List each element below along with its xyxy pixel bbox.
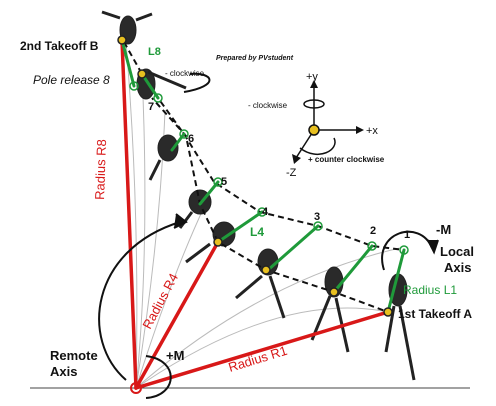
clockwise-top-label: - clockwise xyxy=(165,69,205,78)
l8-line-b xyxy=(140,72,160,100)
remote-axis-label-1: Remote xyxy=(50,348,98,363)
local-lines xyxy=(120,38,406,314)
l1-line xyxy=(386,248,406,314)
pos-7-label: 7 xyxy=(148,101,154,113)
l8-label: L8 xyxy=(148,46,161,58)
plus-m-label: +M xyxy=(166,348,184,363)
axes-legend xyxy=(292,80,364,164)
pos-6-label: 6 xyxy=(188,133,194,145)
radius-lines xyxy=(120,38,390,390)
pos-5-label: 5 xyxy=(221,176,227,188)
axis-counter-clockwise-label: + counter clockwise xyxy=(308,155,385,164)
radius-l1-label: Radius L1 xyxy=(403,283,457,297)
axis-plus-x-label: +x xyxy=(366,125,378,137)
axis-clockwise-label: - clockwise xyxy=(248,101,288,110)
rotation-arrow-icon xyxy=(98,72,439,399)
axis-plus-y-label: +y xyxy=(306,71,318,83)
l4-line xyxy=(216,210,264,244)
remote-axis-label-2: Axis xyxy=(50,364,77,379)
radius-r1-line xyxy=(134,310,390,390)
pivot-marker-icon xyxy=(117,35,409,394)
radius-r8-label: Radius R8 xyxy=(92,139,109,200)
pos-1-label: 1 xyxy=(404,229,410,241)
pole-arcs xyxy=(125,41,401,389)
pole-release-label: Pole release 8 xyxy=(33,73,110,87)
com-path-dashed xyxy=(123,41,406,314)
radius-r8-line xyxy=(120,38,138,390)
local-axis-label-2: Axis xyxy=(444,260,471,275)
axis-minus-z-label: -Z xyxy=(286,167,297,179)
first-takeoff-label: 1st Takeoff A xyxy=(398,307,472,321)
pos-2-label: 2 xyxy=(370,225,376,237)
pos-4-label: 4 xyxy=(262,206,269,218)
radius-r1-label: Radius R1 xyxy=(226,343,288,375)
prepared-by-label: Prepared by PVstudent xyxy=(216,55,294,62)
local-axis-label-1: Local xyxy=(440,244,474,259)
minus-m-label: -M xyxy=(436,222,451,237)
l8-line xyxy=(120,38,136,88)
pos-3-label: 3 xyxy=(314,211,320,223)
radius-r4-line xyxy=(134,240,220,390)
l4-label: L4 xyxy=(250,225,264,239)
second-takeoff-label: 2nd Takeoff B xyxy=(20,39,99,53)
